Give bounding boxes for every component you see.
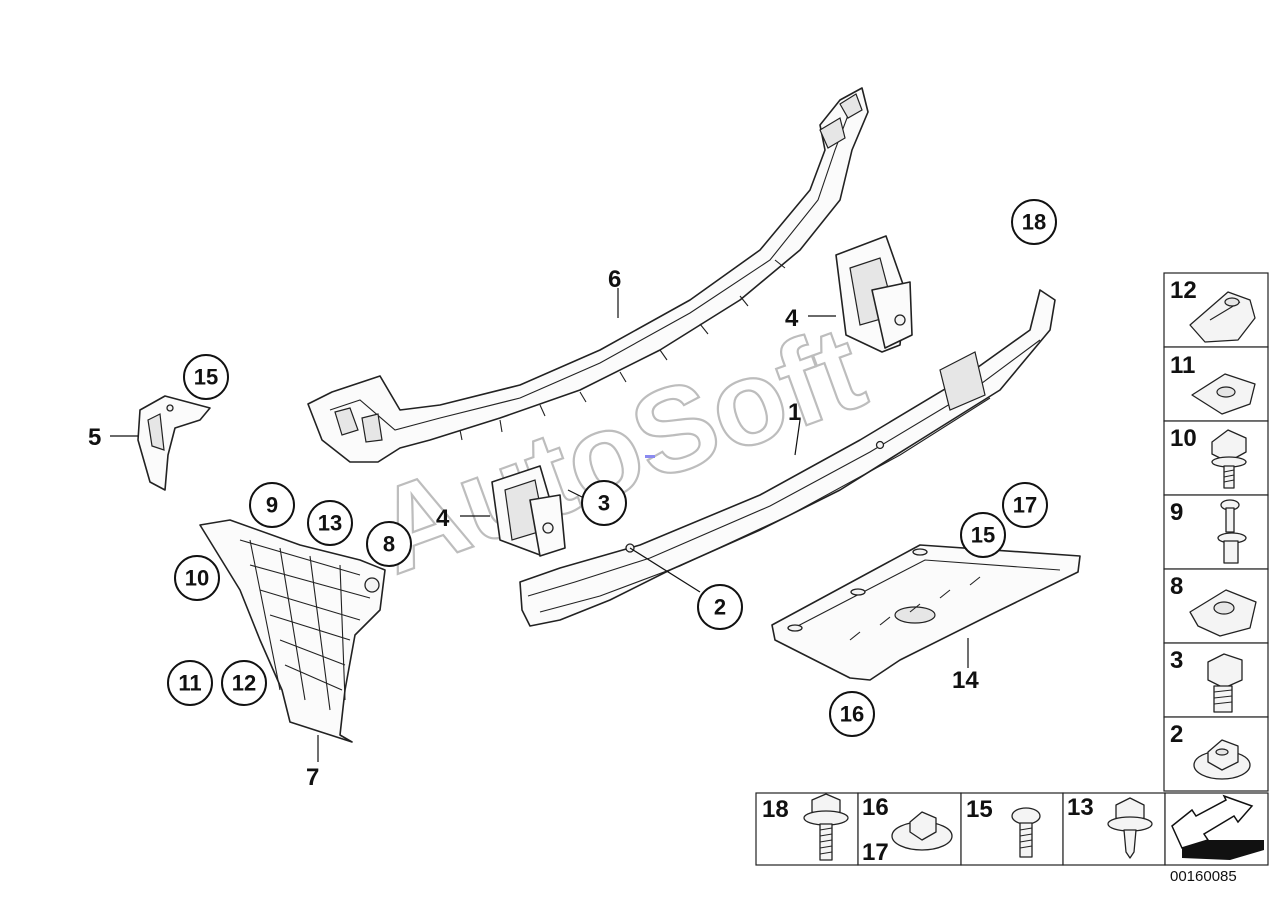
callout-2: 2 bbox=[714, 595, 726, 620]
callout-13: 13 bbox=[318, 511, 342, 536]
legend-bottom-13: 13 bbox=[1067, 794, 1094, 821]
legend-right-12: 12 bbox=[1170, 277, 1197, 304]
document-code: 00160085 bbox=[1170, 868, 1237, 885]
callout-16: 16 bbox=[840, 702, 864, 727]
circled-callout-18: 18 bbox=[1011, 199, 1057, 245]
part-1-bumper-carrier bbox=[519, 289, 1056, 627]
callout-10: 10 bbox=[185, 566, 209, 591]
callout-11: 11 bbox=[178, 671, 201, 696]
legend-right-11: 11 bbox=[1170, 352, 1195, 379]
callout-14: 14 bbox=[952, 667, 979, 694]
callout-7: 7 bbox=[306, 764, 319, 791]
circled-callout-13: 13 bbox=[307, 500, 353, 546]
part-14-underbody-panel bbox=[771, 544, 1081, 681]
circled-callout-3: 3 bbox=[581, 480, 627, 526]
callout-3: 3 bbox=[598, 491, 610, 516]
legend-right-2: 2 bbox=[1170, 721, 1183, 748]
circled-callout-16: 16 bbox=[829, 691, 875, 737]
part-5-bracket bbox=[137, 395, 211, 491]
callout-8: 8 bbox=[383, 532, 395, 557]
callout-12: 12 bbox=[232, 671, 256, 696]
part-4-crash-box-right bbox=[835, 235, 913, 353]
callout-6: 6 bbox=[608, 266, 621, 293]
circled-callout-9: 9 bbox=[249, 482, 295, 528]
legend-bottom-17: 17 bbox=[862, 839, 889, 866]
circled-callout-10: 10 bbox=[174, 555, 220, 601]
part-4-crash-box-left bbox=[491, 465, 566, 557]
blue-marker bbox=[645, 455, 655, 458]
legend-right-8: 8 bbox=[1170, 573, 1183, 600]
callout-9: 9 bbox=[266, 493, 278, 518]
circled-callout-11: 11 bbox=[167, 660, 213, 706]
circled-callout-17: 17 bbox=[1002, 482, 1048, 528]
callout-1: 1 bbox=[788, 399, 801, 426]
callout-15-right: 15 bbox=[971, 523, 995, 548]
legend-bottom-18: 18 bbox=[762, 796, 789, 823]
callout-18: 18 bbox=[1022, 210, 1046, 235]
callout-4-left: 4 bbox=[436, 505, 450, 532]
legend-right-10: 10 bbox=[1170, 425, 1197, 452]
part-6-bumper-support bbox=[307, 87, 869, 463]
circled-callout-8: 8 bbox=[366, 521, 412, 567]
circled-callout-12: 12 bbox=[221, 660, 267, 706]
callout-17: 17 bbox=[1013, 493, 1037, 518]
legend-bottom-15: 15 bbox=[966, 796, 993, 823]
circled-callout-15-left: 15 bbox=[183, 354, 229, 400]
legend-bottom-16: 16 bbox=[862, 794, 889, 821]
circled-callout-2: 2 bbox=[697, 584, 743, 630]
legend-right-9: 9 bbox=[1170, 499, 1183, 526]
callout-15-left: 15 bbox=[194, 365, 218, 390]
leader-lines bbox=[110, 288, 969, 762]
circled-callout-15-right: 15 bbox=[960, 512, 1006, 558]
callout-4-right: 4 bbox=[785, 305, 799, 332]
hardware-legend-right: 12 11 10 9 8 3 2 bbox=[1163, 272, 1269, 792]
legend-right-3: 3 bbox=[1170, 647, 1183, 674]
hardware-legend-bottom: 18 16 17 15 13 bbox=[755, 792, 1269, 866]
callout-5: 5 bbox=[88, 424, 101, 451]
part-7-side-bracket bbox=[199, 519, 386, 743]
